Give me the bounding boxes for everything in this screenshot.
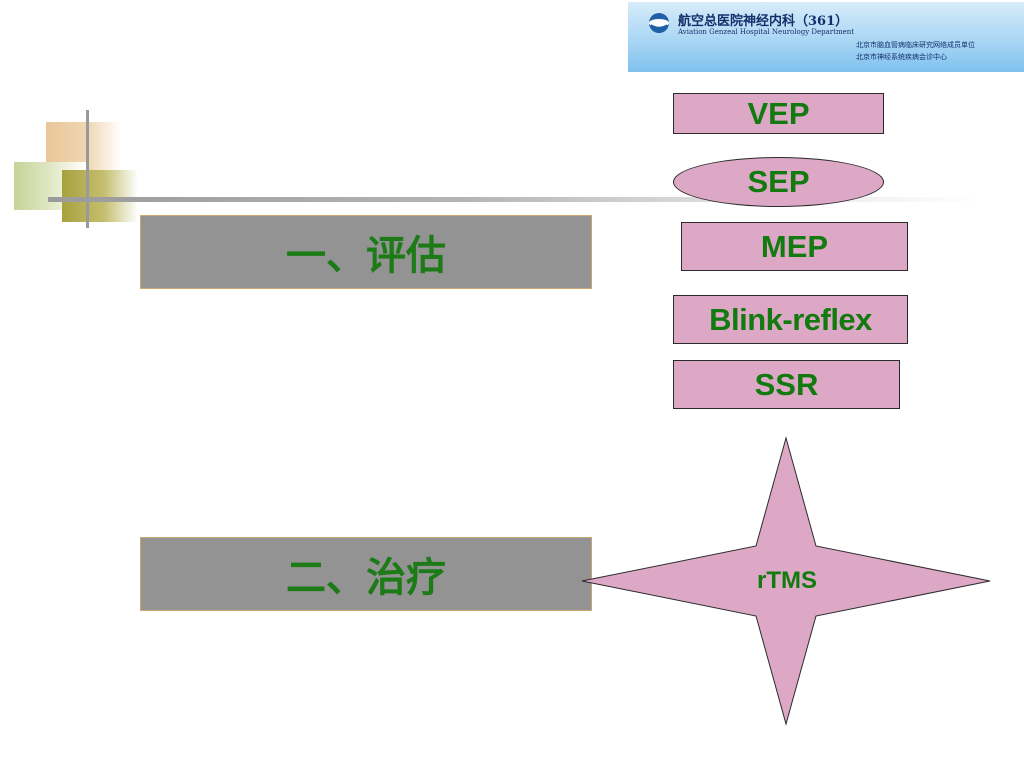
decorative-vertical-line	[86, 110, 89, 228]
hospital-banner: 航空总医院神经内科（361） Aviation Genzeal Hospital…	[628, 2, 1024, 72]
rtms-star-shape	[581, 436, 991, 726]
decorative-square-olive	[62, 170, 138, 222]
banner-subtitle: Aviation Genzeal Hospital Neurology Depa…	[678, 28, 855, 36]
banner-line-1: 北京市脑血管病临床研究网络成员单位	[856, 41, 975, 49]
banner-line-2: 北京市神经系统疾病会诊中心	[856, 53, 947, 61]
rtms-label: rTMS	[757, 567, 817, 594]
blink-reflex-box: Blink-reflex	[673, 295, 908, 344]
decorative-horizontal-line	[48, 197, 978, 202]
mep-box: MEP	[681, 222, 908, 271]
sep-ellipse: SEP	[673, 157, 884, 207]
vep-box: VEP	[673, 93, 884, 134]
treatment-label: 二、治疗	[140, 537, 592, 611]
hospital-logo-icon	[649, 13, 669, 33]
assessment-label: 一、评估	[140, 215, 592, 289]
banner-title: 航空总医院神经内科（361）	[678, 14, 849, 29]
ssr-box: SSR	[673, 360, 900, 409]
